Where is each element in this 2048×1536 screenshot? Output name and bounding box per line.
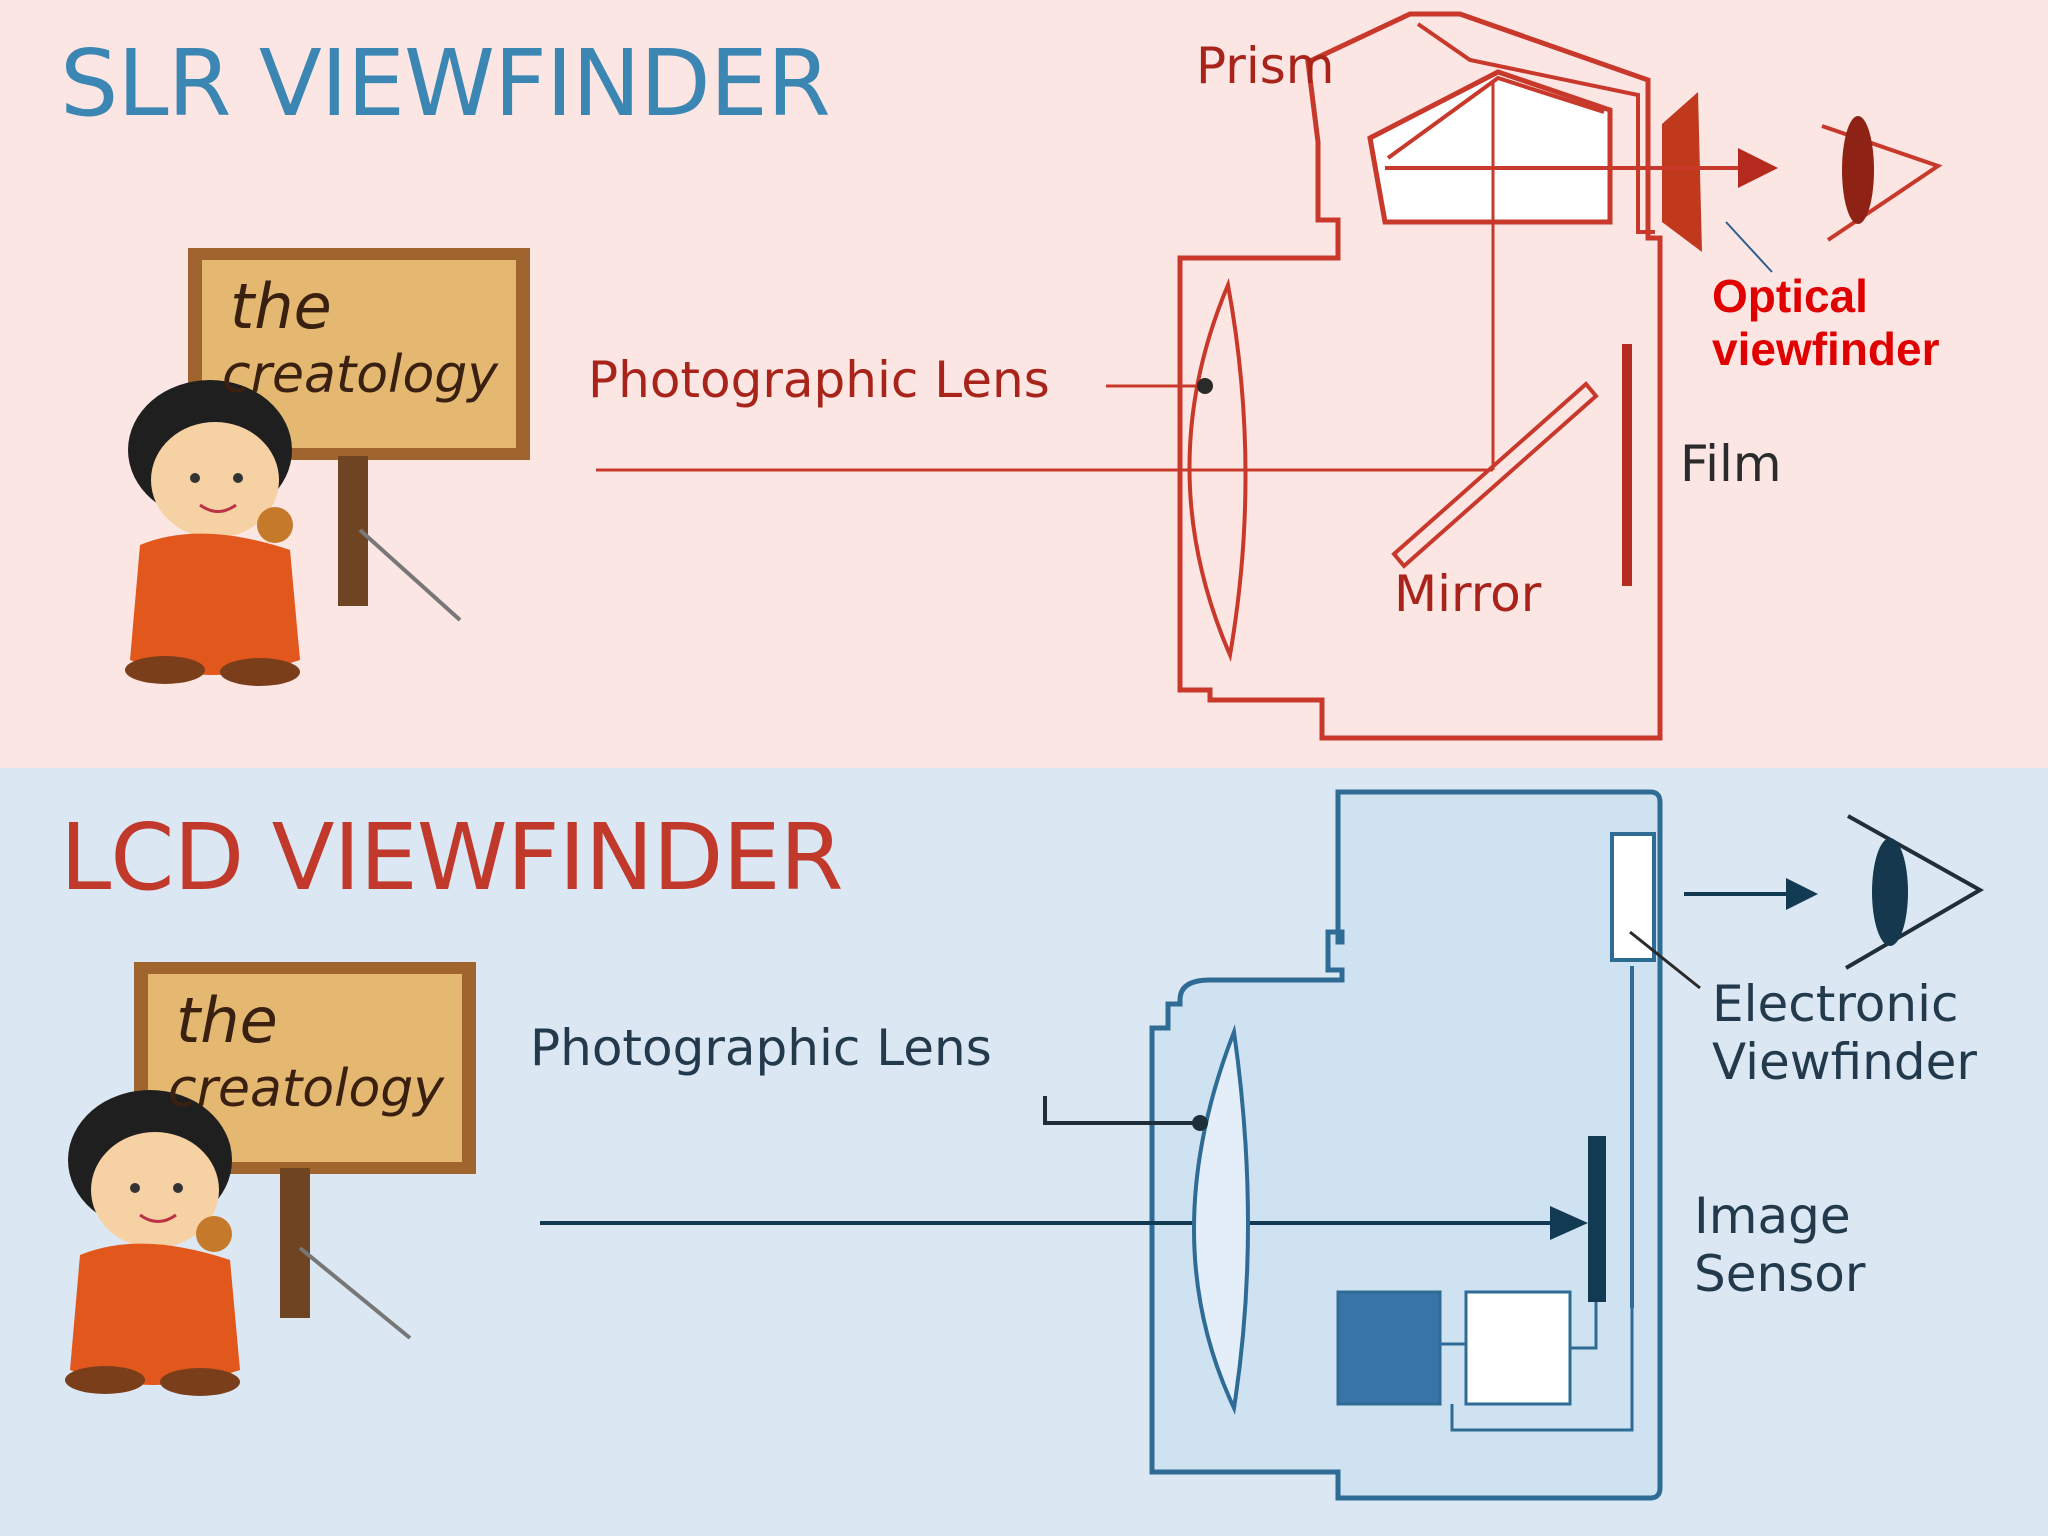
- lcd-lens: [1192, 1024, 1250, 1415]
- film: [1622, 344, 1632, 586]
- arrow-right-icon: [1550, 1206, 1588, 1240]
- eye-icon: [1821, 116, 1943, 242]
- optical-viewfinder-label: Optical viewfinder: [1712, 270, 1940, 375]
- slr-diagram: the creatology: [125, 11, 1943, 741]
- logo-text-top: the: [230, 270, 332, 343]
- slr-light-path: [596, 80, 1778, 472]
- lcd-lens-label: Photographic Lens: [530, 1019, 992, 1077]
- lcd-diagram: the creatology: [65, 789, 1985, 1501]
- processor-block: [1336, 1290, 1442, 1406]
- optical-pointer: [1725, 221, 1773, 273]
- logo-text-bottom: creatology: [168, 1059, 445, 1119]
- evf-display: [1610, 832, 1656, 962]
- logo-text-top: the: [176, 984, 278, 1057]
- slr-panel: the creatology SLR VIEWFINDER Prism Phot…: [0, 0, 2048, 768]
- slr-camera-body: [1177, 11, 1663, 741]
- slr-lens: [1187, 278, 1248, 662]
- sensor-label: Image Sensor: [1694, 1187, 1866, 1303]
- prism: [1367, 69, 1613, 225]
- mascot-figure: [125, 380, 300, 686]
- image-sensor: [1588, 1136, 1606, 1302]
- evf-label: Electronic Viewfinder: [1712, 975, 1977, 1091]
- lcd-lens-leader: [1043, 1096, 1200, 1125]
- film-label: Film: [1680, 435, 1782, 493]
- eyepiece: [1662, 92, 1702, 252]
- arrow-right-icon: [1786, 878, 1818, 910]
- prism-label: Prism: [1196, 37, 1335, 95]
- eye-icon: [1844, 814, 1985, 970]
- mascot-figure: [65, 1090, 240, 1396]
- logo-text-bottom: creatology: [222, 345, 499, 405]
- slr-heading: SLR VIEWFINDER: [60, 30, 831, 137]
- slr-lens-label: Photographic Lens: [588, 351, 1050, 409]
- evf-pointer: [1629, 930, 1701, 990]
- memory-block: [1464, 1290, 1572, 1406]
- circuit-lines: [1440, 1302, 1634, 1432]
- lcd-panel: the creatology LCD VIEWFINDER Photograph…: [0, 768, 2048, 1536]
- mirror: [1391, 381, 1599, 569]
- mirror-label: Mirror: [1394, 565, 1542, 623]
- lcd-heading: LCD VIEWFINDER: [60, 804, 844, 911]
